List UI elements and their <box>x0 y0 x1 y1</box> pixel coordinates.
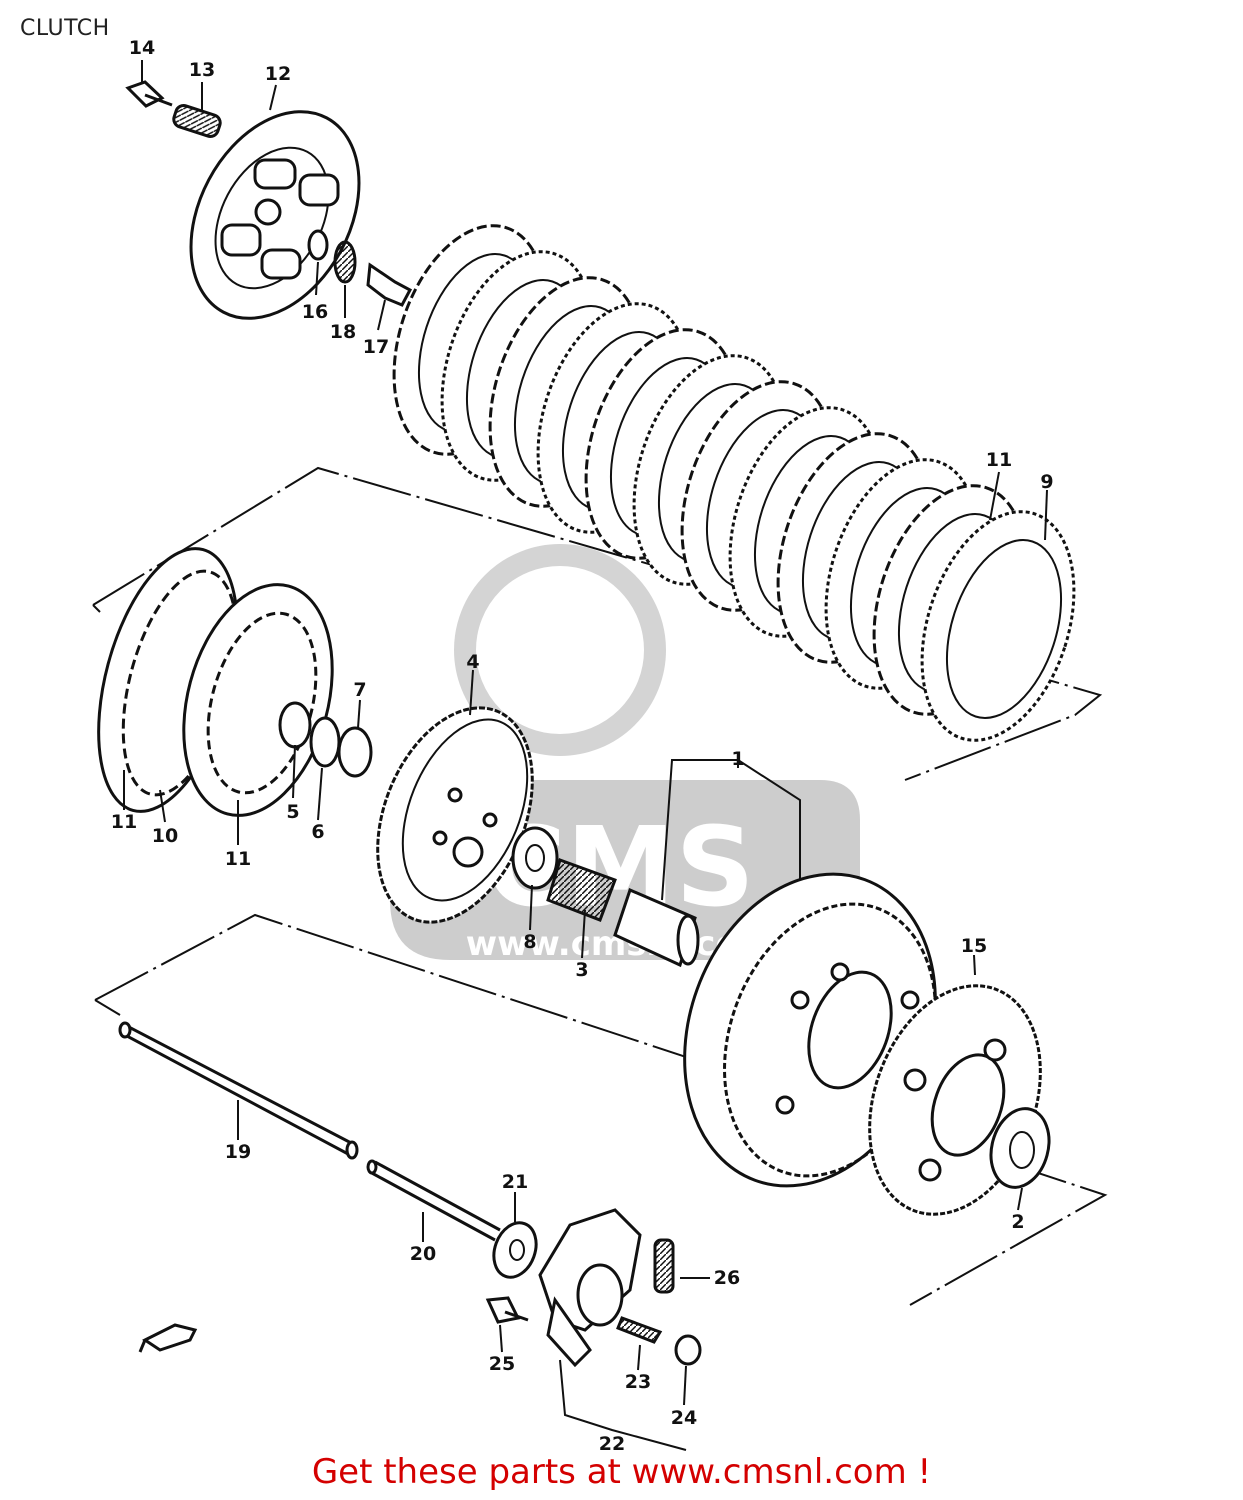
label-part-1: 1 <box>731 748 744 770</box>
label-part-20: 20 <box>410 1243 436 1265</box>
front-arrow-icon <box>138 1323 198 1353</box>
label-part-7: 7 <box>353 679 366 701</box>
label-part-22: 22 <box>599 1433 625 1455</box>
label-part-23: 23 <box>625 1371 651 1393</box>
lock-nut <box>674 1334 702 1366</box>
page-title: CLUTCH <box>20 16 110 41</box>
label-part-26: 26 <box>714 1267 740 1289</box>
clutch-spring-bolt <box>125 80 173 108</box>
label-part-6: 6 <box>311 821 324 843</box>
assembly-outline-lines <box>92 466 1108 1306</box>
part-number-labels: 14 13 12 16 18 17 11 9 4 7 5 6 11 10 11 … <box>111 37 1054 1455</box>
label-part-8: 8 <box>523 931 536 953</box>
label-part-18: 18 <box>330 321 356 343</box>
gear-washer <box>989 1107 1051 1189</box>
clutch-push-rod-20 <box>366 1159 501 1242</box>
label-part-14: 14 <box>129 37 155 59</box>
label-part-2: 2 <box>1011 1211 1024 1233</box>
clutch-plate-stack <box>392 224 1076 742</box>
label-part-11-top: 11 <box>986 449 1012 471</box>
label-part-10: 10 <box>152 825 178 847</box>
thrust-washer <box>511 826 559 890</box>
label-part-5: 5 <box>286 801 299 823</box>
label-part-21: 21 <box>502 1171 528 1193</box>
label-part-3: 3 <box>575 959 588 981</box>
clutch-spring <box>172 104 222 138</box>
pressure-plate <box>189 110 361 320</box>
label-part-24: 24 <box>671 1407 697 1429</box>
return-spring <box>653 1238 675 1294</box>
label-part-13: 13 <box>189 59 215 81</box>
label-part-4: 4 <box>466 651 479 673</box>
needle-bearing <box>546 858 617 922</box>
leader-lines <box>123 60 1048 1451</box>
footer-link-text[interactable]: Get these parts at www.cmsnl.com ! <box>311 1452 932 1492</box>
adjusting-screw <box>616 1316 663 1344</box>
label-part-11-mid: 11 <box>225 848 251 870</box>
spacer-sleeve <box>613 887 700 968</box>
oil-seal <box>492 1221 538 1279</box>
push-piece-parts <box>307 229 413 307</box>
clutch-plate-inner-edge <box>945 539 1063 719</box>
label-part-9: 9 <box>1040 471 1053 493</box>
label-part-17: 17 <box>363 336 389 358</box>
clutch-sleeve-hub <box>376 706 534 924</box>
label-part-11-left: 11 <box>111 811 137 833</box>
mounting-bolt <box>485 1296 529 1324</box>
label-part-19: 19 <box>225 1141 251 1163</box>
left-plates <box>97 547 334 817</box>
label-part-16: 16 <box>302 301 328 323</box>
clutch-push-rod-19 <box>118 1021 359 1160</box>
clutch-release-body <box>538 1208 642 1368</box>
label-part-25: 25 <box>489 1353 515 1375</box>
label-part-12: 12 <box>265 63 291 85</box>
label-part-15: 15 <box>961 935 987 957</box>
